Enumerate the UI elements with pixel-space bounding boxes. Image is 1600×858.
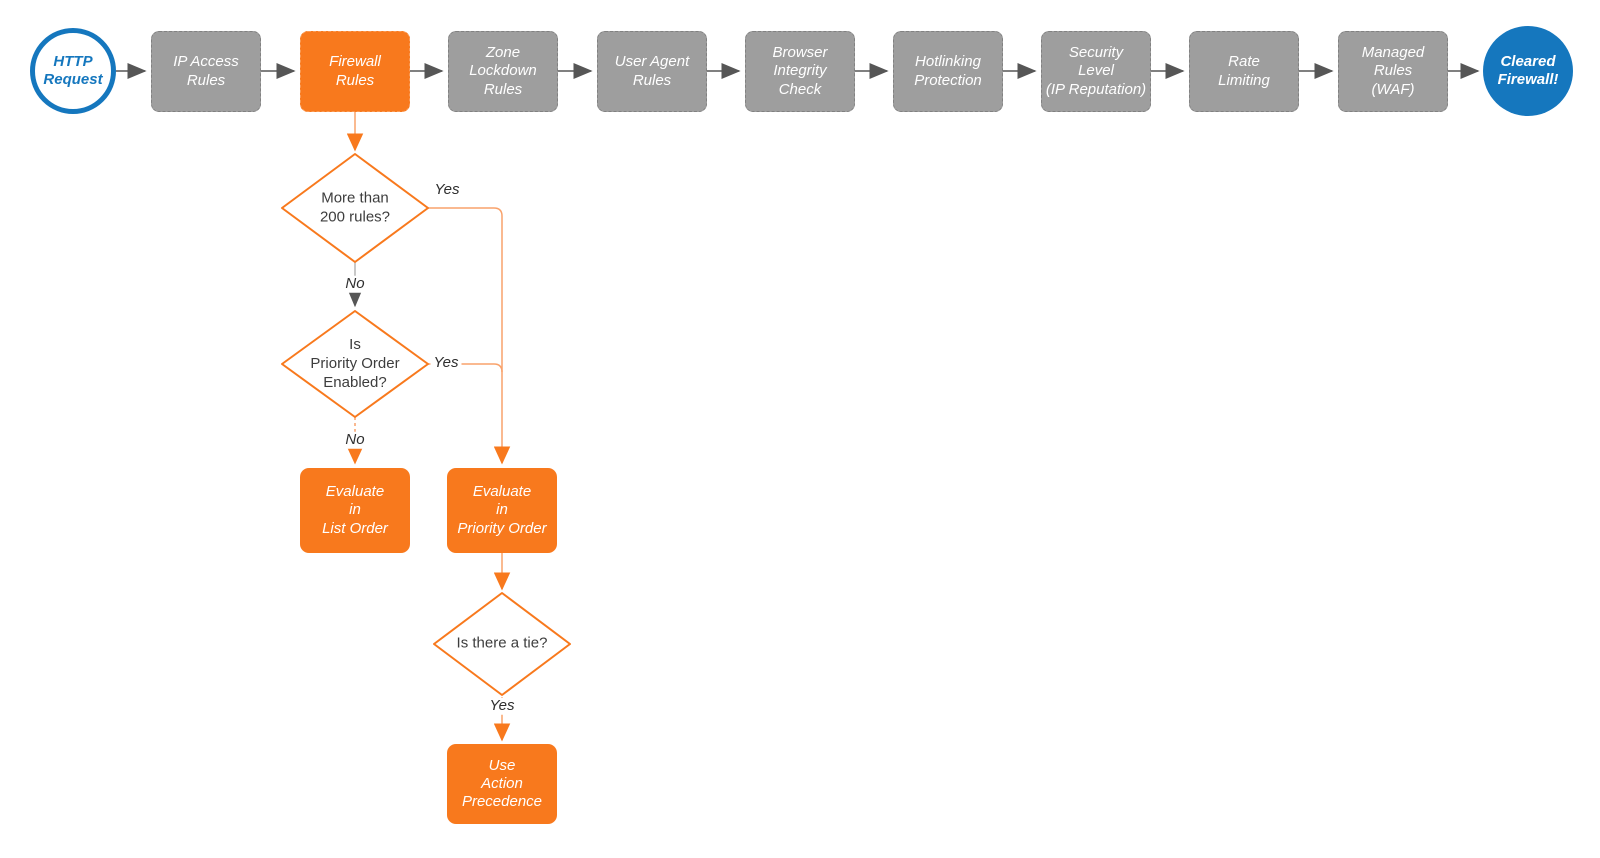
edge-label-d2-yes: Yes bbox=[430, 354, 462, 372]
decision-is-there-a-tie-label: Is there a tie? bbox=[456, 634, 548, 652]
node-evaluate-in-list-order: Evaluate in List Order bbox=[300, 468, 410, 553]
node-cleared-firewall-label: Cleared Firewall! bbox=[1497, 52, 1559, 88]
node-firewall-rules: Firewall Rules bbox=[300, 31, 410, 112]
node-user-agent-rules: User Agent Rules bbox=[597, 31, 707, 112]
diamond-more-than-200-rules bbox=[281, 153, 429, 263]
node-browser-integrity-check: Browser Integrity Check bbox=[745, 31, 855, 112]
node-http-request-label: HTTP Request bbox=[43, 52, 103, 88]
edge-label-d1-no: No bbox=[342, 275, 368, 293]
node-zone-lockdown-rules: Zone Lockdown Rules bbox=[448, 31, 558, 112]
node-evaluate-in-priority-order: Evaluate in Priority Order bbox=[447, 468, 557, 553]
diamond-priority-order-enabled bbox=[281, 310, 429, 418]
node-hotlinking-protection: Hotlinking Protection bbox=[893, 31, 1003, 112]
node-managed-rules-waf: Managed Rules (WAF) bbox=[1338, 31, 1448, 112]
edge-label-d2-no: No bbox=[342, 431, 368, 449]
node-use-action-precedence: Use Action Precedence bbox=[447, 744, 557, 824]
node-security-level-ip-reputation: Security Level (IP Reputation) bbox=[1041, 31, 1151, 112]
node-rate-limiting: Rate Limiting bbox=[1189, 31, 1299, 112]
node-cleared-firewall: Cleared Firewall! bbox=[1483, 26, 1573, 116]
edge-d2-yes bbox=[428, 363, 503, 373]
decision-more-than-200-rules-label: More than 200 rules? bbox=[319, 189, 391, 225]
edge-d1-yes bbox=[428, 207, 511, 465]
diamond-is-there-a-tie bbox=[433, 592, 571, 696]
edge-label-d1-yes: Yes bbox=[431, 181, 463, 199]
node-http-request: HTTP Request bbox=[30, 28, 116, 114]
node-ip-access-rules: IP Access Rules bbox=[151, 31, 261, 112]
edge-label-d3-yes: Yes bbox=[486, 697, 518, 715]
decision-shapes bbox=[281, 153, 571, 696]
decision-priority-order-enabled-label: Is Priority Order Enabled? bbox=[310, 335, 400, 391]
